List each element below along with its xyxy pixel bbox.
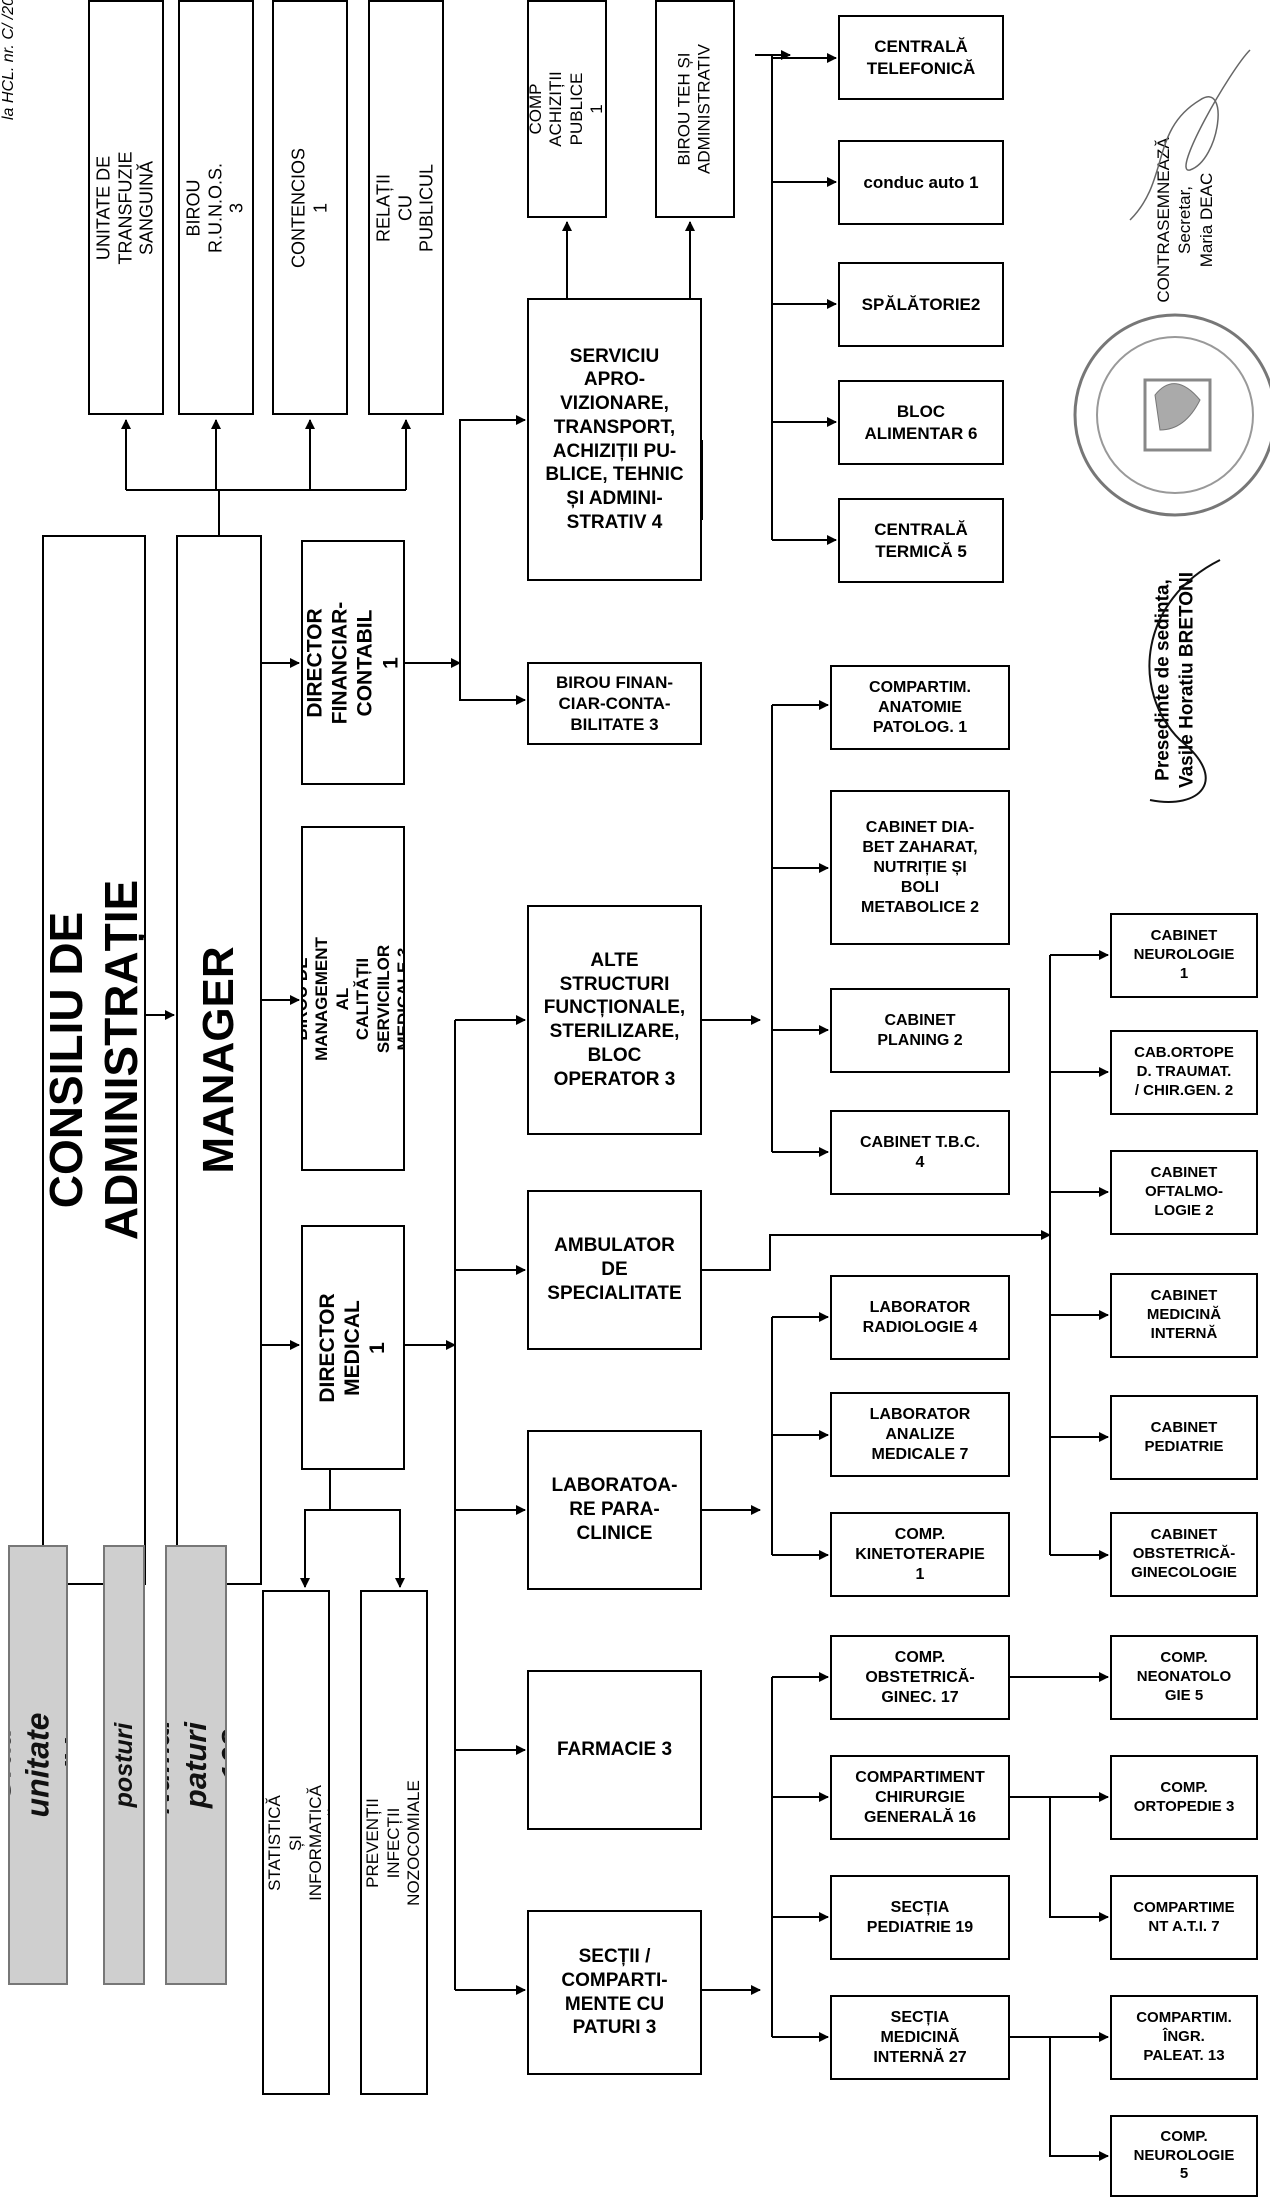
unit-runos: BIROU R.U.N.O.S. 3 — [178, 0, 254, 415]
unit-relatii: RELAȚII CU PUBLICUL — [368, 0, 444, 415]
birou-statistica: BIROU STATISTICĂ ȘI INFORMATICĂ MEDICALĂ… — [262, 1590, 330, 2095]
grad-unitate: Grad unitate : IV — [8, 1545, 68, 1985]
chir-to-ati — [1010, 1796, 1109, 1922]
comp-neonatologie: COMP. NEONATOLO GIE 5 — [1110, 1635, 1258, 1720]
birou-financiar: BIROU FINAN- CIAR-CONTA- BILITATE 3 — [527, 662, 702, 745]
laboratoare: LABORATOA- RE PARA- CLINICE — [527, 1430, 702, 1590]
fin-to-serviciu — [459, 415, 526, 663]
centrala-telefonica: CENTRALĂ TELEFONICĂ — [838, 15, 1004, 100]
compartiment-preventie-label: COMPARTIMENT PREVENȚII INFECȚII NOZOCOMI… — [360, 1774, 426, 1911]
sectia-pediatrie: SECȚIA PEDIATRIE 19 — [830, 1875, 1010, 1960]
birou-management: BIROU DE MANAGEMENT AL CALITĂȚII SERVICI… — [301, 826, 405, 1171]
cabinet-medicina-interna: CABINET MEDICINĂ INTERNĂ — [1110, 1273, 1258, 1358]
signature-mark — [1129, 49, 1251, 221]
comp-ortopedie: COMP. ORTOPEDIE 3 — [1110, 1755, 1258, 1840]
cabinet-tbc: CABINET T.B.C. 4 — [830, 1110, 1010, 1195]
serviciu-aprovizionare: SERVICIU APRO- VIZIONARE, TRANSPORT, ACH… — [527, 298, 702, 581]
director-medical: DIRECTOR MEDICAL 1 — [301, 1225, 405, 1470]
manager-label: MANAGER 1 — [178, 946, 260, 1174]
farmacie: FARMACIE 3 — [527, 1670, 702, 1830]
anatomie-patologica: COMPARTIM. ANATOMIE PATOLOG. 1 — [830, 665, 1010, 750]
ambulator-arrow — [702, 1230, 1051, 1271]
conduc-auto: conduc auto 1 — [838, 140, 1004, 225]
grad-unitate-label: Grad unitate : IV — [8, 1712, 68, 1818]
birou-management-label: BIROU DE MANAGEMENT AL CALITĂȚII SERVICI… — [301, 936, 405, 1061]
spalatorie: SPĂLĂTORIE2 — [838, 262, 1004, 347]
unit-contencios: CONTENCIOS 1 — [272, 0, 348, 415]
signature-mark-2 — [1148, 559, 1221, 803]
total-posturi: Total posturi : 183 — [103, 1545, 145, 1985]
unit-relatii-label: RELAȚII CU PUBLICUL — [373, 163, 437, 252]
comp-ingrijiri-paleative: COMPARTIM. ÎNGR. PALEAT. 13 — [1110, 1995, 1258, 2080]
birou-statistica-label: BIROU STATISTICĂ ȘI INFORMATICĂ MEDICALĂ… — [262, 1784, 330, 1901]
medical-to-statistica — [300, 1470, 331, 1588]
header-note-text: la HCL. nr. C/ /2015 — [0, 0, 17, 120]
cabinet-ortopedie: CAB.ORTOPE D. TRAUMAT. / CHIR.GEN. 2 — [1110, 1030, 1258, 1115]
cabinet-diabet: CABINET DIA- BET ZAHARAT, NUTRIȚIE ȘI BO… — [830, 790, 1010, 945]
director-medical-label: DIRECTOR MEDICAL 1 — [316, 1292, 390, 1403]
director-financiar-label: DIRECTOR FINANCIAR- CONTABIL 1 — [303, 601, 403, 724]
manager-box: MANAGER 1 — [176, 535, 262, 1585]
cabinet-obstetrica: CABINET OBSTETRICĂ- GINECOLOGIE — [1110, 1512, 1258, 1597]
medint-to-neuro — [1049, 2037, 1109, 2161]
compartiment-preventie: COMPARTIMENT PREVENȚII INFECȚII NOZOCOMI… — [360, 1590, 428, 2095]
bloc-alimentar: BLOC ALIMENTAR 6 — [838, 380, 1004, 465]
unit-contencios-label: CONTENCIOS 1 — [288, 147, 330, 268]
fin-to-birou — [459, 663, 526, 705]
stamp-icon — [1073, 313, 1270, 517]
numar-paturi-label: Număr paturi : 108 — [165, 1715, 227, 1815]
cabinet-oftalmologie: CABINET OFTALMO- LOGIE 2 — [1110, 1150, 1258, 1235]
cabinet-planing: CABINET PLANING 2 — [830, 988, 1010, 1073]
ambulator: AMBULATOR DE SPECIALITATE — [527, 1190, 702, 1350]
comp-achizitii-label: COMP ACHIZIȚII PUBLICE 1 — [527, 71, 607, 147]
numar-paturi: Număr paturi : 108 — [165, 1545, 227, 1985]
comp-chirurgie: COMPARTIMENT CHIRURGIE GENERALĂ 16 — [830, 1755, 1010, 1840]
unit-transfuzie: UNITATE DE TRANSFUZIE SANGUINĂ — [88, 0, 164, 415]
unit-runos-label: BIROU R.U.N.O.S. 3 — [183, 162, 247, 253]
unit-transfuzie-label: UNITATE DE TRANSFUZIE SANGUINĂ — [93, 150, 157, 264]
comp-achizitii: COMP ACHIZIȚII PUBLICE 1 — [527, 0, 607, 218]
comp-neurologie: COMP. NEUROLOGIE 5 — [1110, 2115, 1258, 2197]
birou-teh-label: BIROU TEH ȘI ADMINISTRATIV — [674, 43, 714, 175]
total-posturi-label: Total posturi : 183 — [103, 1722, 145, 1808]
laborator-analize: LABORATOR ANALIZE MEDICALE 7 — [830, 1392, 1010, 1477]
director-financiar: DIRECTOR FINANCIAR- CONTABIL 1 — [301, 540, 405, 785]
header-note: la HCL. nr. C/ /2015 — [0, 0, 20, 120]
centrala-termica: CENTRALĂ TERMICĂ 5 — [838, 498, 1004, 583]
comp-obstetrica: COMP. OBSTETRICĂ- GINEC. 17 — [830, 1635, 1010, 1720]
birou-teh: BIROU TEH ȘI ADMINISTRATIV — [655, 0, 735, 218]
medical-to-preventie — [330, 1509, 405, 1588]
cabinet-neurologie: CABINET NEUROLOGIE 1 — [1110, 913, 1258, 998]
board-box: CONSILIU DE ADMINISTRAȚIE — [42, 535, 146, 1585]
manager-title: MANAGER — [193, 946, 243, 1174]
compartiment-ati: COMPARTIME NT A.T.I. 7 — [1110, 1875, 1258, 1960]
cabinet-pediatrie: CABINET PEDIATRIE — [1110, 1395, 1258, 1480]
alte-structuri: ALTE STRUCTURI FUNCȚIONALE, STERILIZARE,… — [527, 905, 702, 1135]
sectii: SECȚII / COMPARTI- MENTE CU PATURI 3 — [527, 1910, 702, 2075]
laborator-radiologie: LABORATOR RADIOLOGIE 4 — [830, 1275, 1010, 1360]
sectia-medicina-interna: SECȚIA MEDICINĂ INTERNĂ 27 — [830, 1995, 1010, 2080]
comp-kinetoterapie: COMP. KINETOTERAPIE 1 — [830, 1512, 1010, 1597]
board-label: CONSILIU DE ADMINISTRAȚIE — [42, 879, 146, 1241]
